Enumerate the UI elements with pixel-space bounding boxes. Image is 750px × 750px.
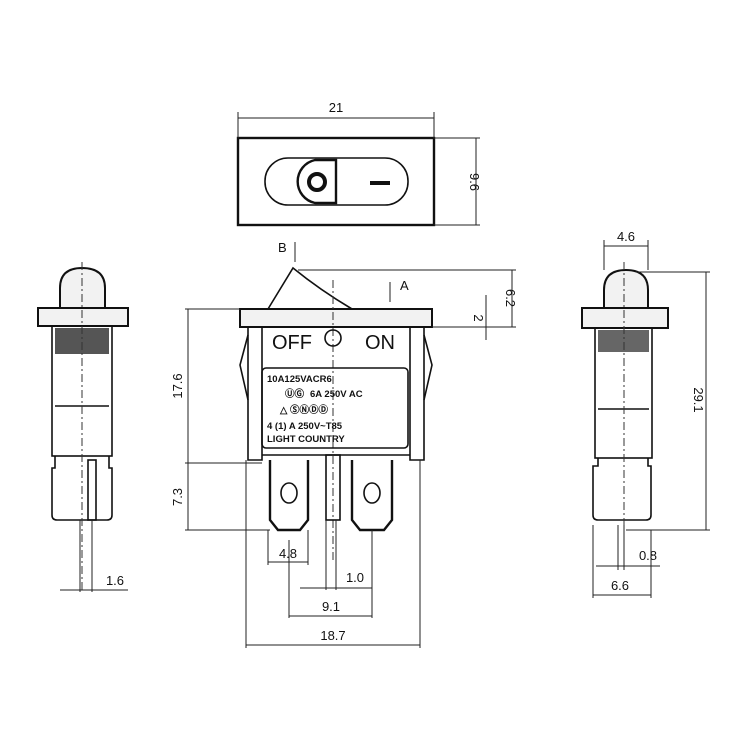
dim-4-8: 4.8 — [279, 546, 297, 561]
dim-9-1: 9.1 — [322, 599, 340, 614]
flange — [239, 308, 433, 328]
dim-7-3: 7.3 — [170, 488, 185, 506]
dim-0-8: 0.8 — [639, 548, 657, 563]
dim-1-0: 1.0 — [346, 570, 364, 585]
dim-6-6: 6.6 — [611, 578, 629, 593]
right-flange — [581, 307, 669, 329]
side-clips — [239, 334, 433, 401]
view-a-label: A — [400, 278, 409, 293]
off-symbol-icon — [307, 172, 327, 192]
dim-6-2: 6.2 — [503, 289, 518, 307]
dim-18-7: 18.7 — [320, 628, 345, 643]
left-side-view: 1.6 — [37, 262, 129, 592]
off-label: OFF — [272, 332, 312, 354]
rating-label-box — [261, 367, 409, 449]
dim-17-6: 17.6 — [170, 373, 185, 398]
terminal-right — [350, 460, 394, 532]
dim-4-6: 4.6 — [617, 229, 635, 244]
rating-line-2: 6A 250V AC — [310, 389, 363, 400]
terminal-center — [325, 454, 341, 521]
indicator-icon — [324, 329, 342, 347]
left-flange — [37, 307, 129, 327]
dim-21: 21 — [329, 100, 343, 115]
top-view: 21 9.6 — [236, 100, 482, 227]
dim-9-6: 9.6 — [467, 173, 482, 191]
on-label: ON — [365, 332, 395, 354]
cert-icon: ⓊⒼ — [285, 388, 305, 400]
cert-marks-icon: △ ⓈⓃⒹⒹ — [279, 404, 328, 416]
right-dome — [603, 268, 649, 309]
right-side-view: 4.6 29.1 0.8 6.6 — [581, 229, 710, 598]
view-b-label: B — [278, 240, 287, 255]
terminal-left — [268, 460, 310, 532]
dim-2: 2 — [471, 314, 486, 321]
dim-1-6: 1.6 — [106, 573, 124, 588]
rating-line-1: 10A125VACR6 — [267, 374, 332, 385]
dim-29-1: 29.1 — [691, 387, 706, 412]
top-housing — [236, 136, 436, 227]
rating-line-4: LIGHT COUNTRY — [267, 434, 345, 445]
rocker-outline — [264, 157, 409, 206]
rating-line-3: 4 (1) A 250V~T85 — [267, 421, 343, 432]
rocker-off-side — [296, 158, 338, 205]
front-view: OFF ON 10A125VACR6 ⓊⒼ 6A 250V AC △ ⓈⓃⒹⒹ … — [170, 240, 518, 648]
rocker-profile — [267, 266, 353, 310]
